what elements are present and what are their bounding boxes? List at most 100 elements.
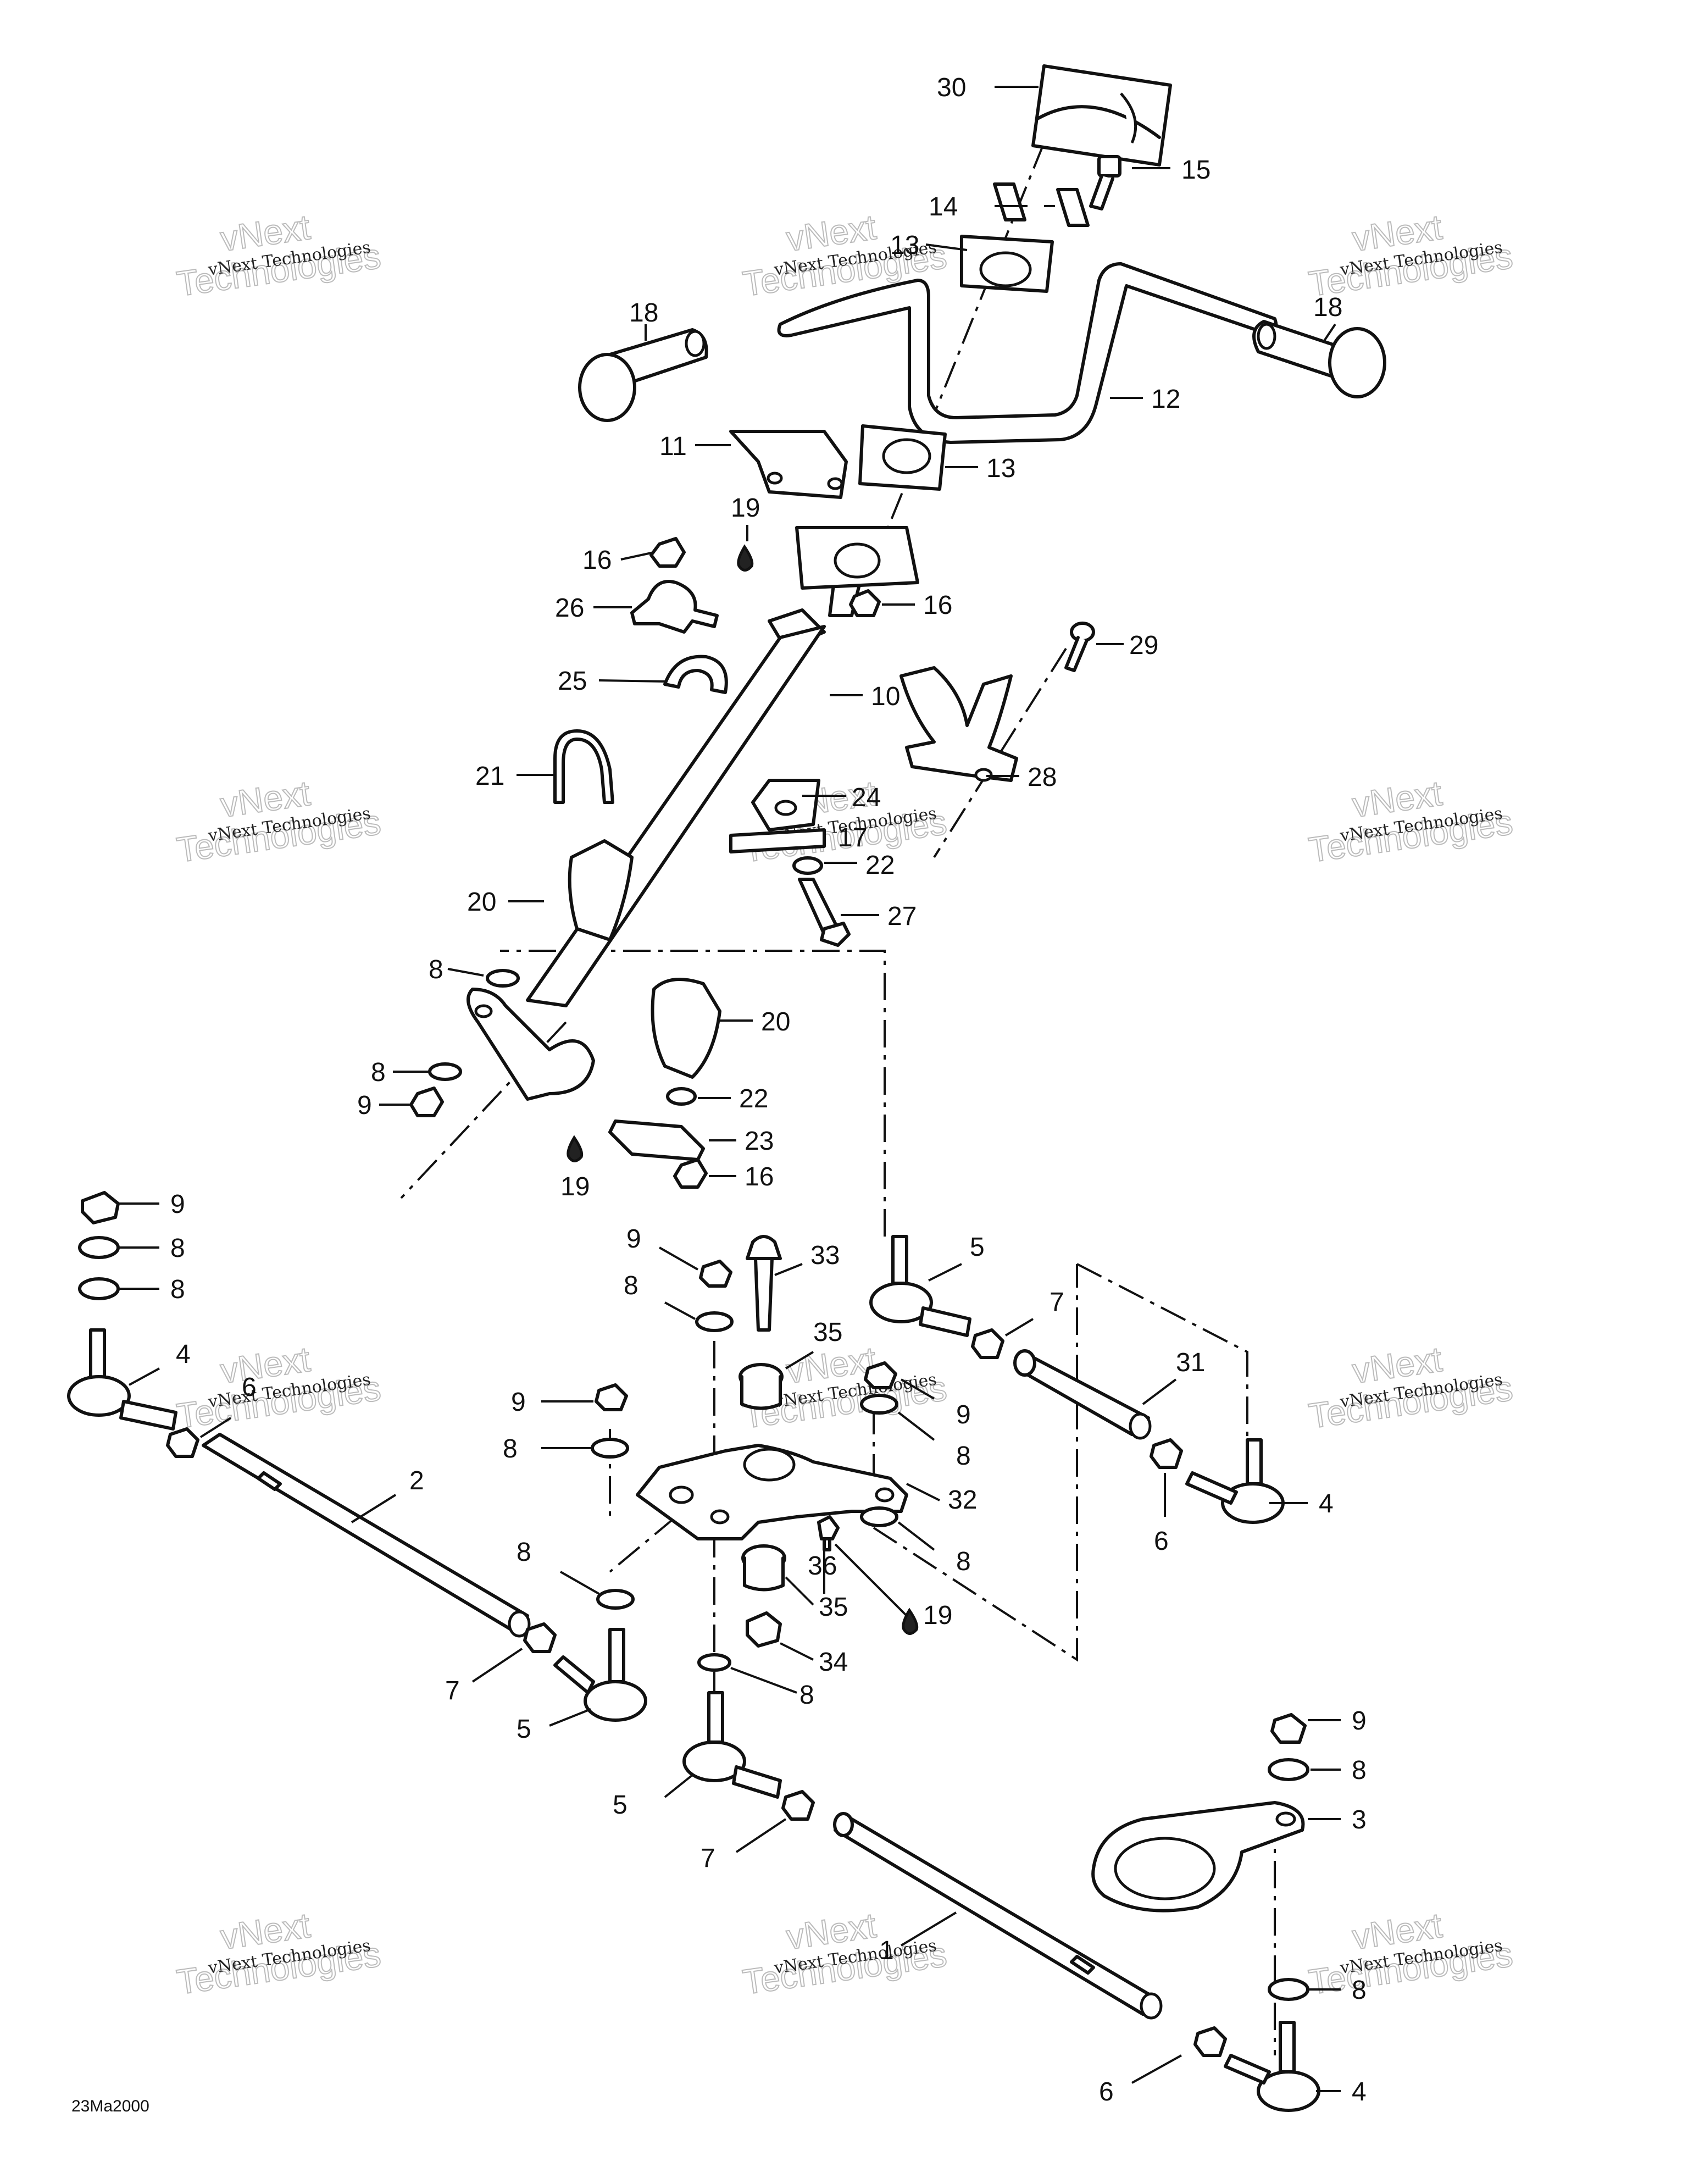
spacer-tube bbox=[1013, 1349, 1152, 1440]
callout-13: 13 bbox=[890, 231, 919, 260]
watermark: Technologies vNext vNext Technologies bbox=[174, 1339, 384, 1437]
washer bbox=[1268, 1758, 1309, 1781]
watermark: Technologies vNext vNext Technologies bbox=[174, 1905, 384, 2003]
callout-24: 24 bbox=[852, 783, 881, 812]
callout-23: 23 bbox=[745, 1127, 774, 1156]
guide-line bbox=[933, 647, 1067, 858]
callout-labels: 30 15 14 13 18 18 12 11 13 19 16 16 26 2… bbox=[170, 73, 1367, 2107]
tie-rod bbox=[202, 1433, 531, 1638]
nut bbox=[1270, 1713, 1307, 1744]
guide-line bbox=[400, 1021, 567, 1199]
callout-15: 15 bbox=[1181, 156, 1211, 185]
ball-joint bbox=[1185, 1438, 1285, 1524]
bracket-hole bbox=[827, 477, 843, 490]
ball-joint bbox=[553, 1628, 647, 1722]
callout-20: 20 bbox=[467, 888, 496, 917]
washer bbox=[697, 1653, 731, 1672]
callout-5: 5 bbox=[517, 1715, 531, 1744]
handlebar-bracket bbox=[729, 430, 848, 499]
bearing-bracket bbox=[630, 580, 719, 634]
callout-35: 35 bbox=[813, 1318, 842, 1347]
callout-11: 11 bbox=[659, 432, 687, 461]
grease-drop-icon bbox=[902, 1607, 919, 1635]
cover-plate bbox=[899, 666, 1018, 782]
callout-4: 4 bbox=[1352, 2077, 1367, 2107]
callout-5: 5 bbox=[970, 1233, 985, 1262]
bolt bbox=[798, 878, 851, 947]
callout-8: 8 bbox=[624, 1271, 638, 1300]
watermark: Technologies vNext vNext Technologies bbox=[174, 207, 384, 304]
callout-28: 28 bbox=[1028, 763, 1057, 792]
washer bbox=[792, 856, 823, 875]
callout-26: 26 bbox=[555, 594, 584, 623]
nut bbox=[1150, 1438, 1183, 1469]
column-support-bracket bbox=[729, 779, 826, 853]
callout-8: 8 bbox=[956, 1547, 971, 1576]
nut bbox=[673, 1158, 708, 1189]
nut bbox=[649, 537, 686, 568]
callout-20: 20 bbox=[761, 1007, 790, 1036]
callout-22: 22 bbox=[739, 1084, 768, 1113]
washer bbox=[428, 1062, 462, 1081]
guide-line bbox=[500, 950, 886, 1237]
upper-clamp bbox=[960, 235, 1054, 293]
steering-arm bbox=[467, 988, 595, 1101]
guide-line bbox=[873, 1264, 1078, 1662]
washer bbox=[78, 1236, 120, 1259]
nut bbox=[971, 1328, 1004, 1359]
half-bushing bbox=[663, 655, 728, 694]
callout-7: 7 bbox=[1050, 1288, 1064, 1317]
nut bbox=[595, 1383, 628, 1411]
callout-9: 9 bbox=[1352, 1706, 1367, 1736]
nut bbox=[409, 1087, 444, 1117]
callout-31: 31 bbox=[1176, 1348, 1205, 1377]
nut bbox=[166, 1427, 199, 1458]
grip-left bbox=[578, 328, 708, 422]
ball-joint bbox=[869, 1235, 971, 1337]
callout-8: 8 bbox=[956, 1442, 971, 1471]
callout-14: 14 bbox=[929, 192, 958, 221]
callout-19: 19 bbox=[560, 1172, 590, 1201]
washer bbox=[596, 1589, 635, 1610]
ball-joint bbox=[1224, 2021, 1320, 2112]
callout-8: 8 bbox=[1352, 1976, 1367, 2005]
callout-2: 2 bbox=[409, 1466, 424, 1495]
callout-4: 4 bbox=[1319, 1489, 1334, 1518]
retainer-plate bbox=[608, 1119, 705, 1161]
grip-right bbox=[1252, 320, 1386, 398]
callout-30: 30 bbox=[937, 73, 966, 102]
callout-1: 1 bbox=[879, 1936, 894, 1965]
callout-16: 16 bbox=[582, 546, 612, 575]
watermark: Technologies vNext vNext Technologies bbox=[740, 207, 949, 304]
washer bbox=[591, 1438, 629, 1459]
ball-joint bbox=[682, 1691, 782, 1799]
callout-8: 8 bbox=[799, 1681, 814, 1710]
watermark: Technologies vNext vNext Technologies bbox=[1306, 207, 1515, 304]
guide-line bbox=[1076, 1263, 1248, 1478]
callout-16: 16 bbox=[923, 591, 952, 620]
callout-12: 12 bbox=[1151, 385, 1180, 414]
washer bbox=[695, 1311, 734, 1332]
callout-8: 8 bbox=[429, 955, 443, 984]
u-bolt bbox=[553, 729, 614, 804]
callout-8: 8 bbox=[517, 1538, 531, 1567]
callout-19: 19 bbox=[923, 1601, 952, 1630]
nut bbox=[864, 1361, 897, 1389]
callout-8: 8 bbox=[503, 1434, 518, 1464]
callout-6: 6 bbox=[1099, 2077, 1114, 2107]
callout-10: 10 bbox=[871, 682, 900, 711]
callout-16: 16 bbox=[745, 1162, 774, 1191]
callout-19: 19 bbox=[731, 494, 760, 523]
callout-7: 7 bbox=[701, 1844, 715, 1873]
callout-9: 9 bbox=[511, 1388, 526, 1417]
nut bbox=[1193, 2026, 1227, 2057]
watermark: Technologies vNext vNext Technologies bbox=[1306, 773, 1515, 871]
watermark: Technologies vNext vNext Technologies bbox=[740, 1905, 949, 2003]
grease-drop-icon bbox=[567, 1135, 584, 1162]
clamp-plates bbox=[993, 182, 1090, 227]
steering-link-plate bbox=[636, 1444, 908, 1540]
tie-rod bbox=[833, 1812, 1163, 2020]
callout-4: 4 bbox=[176, 1340, 191, 1369]
callout-6: 6 bbox=[1154, 1527, 1169, 1556]
callout-21: 21 bbox=[475, 762, 504, 791]
